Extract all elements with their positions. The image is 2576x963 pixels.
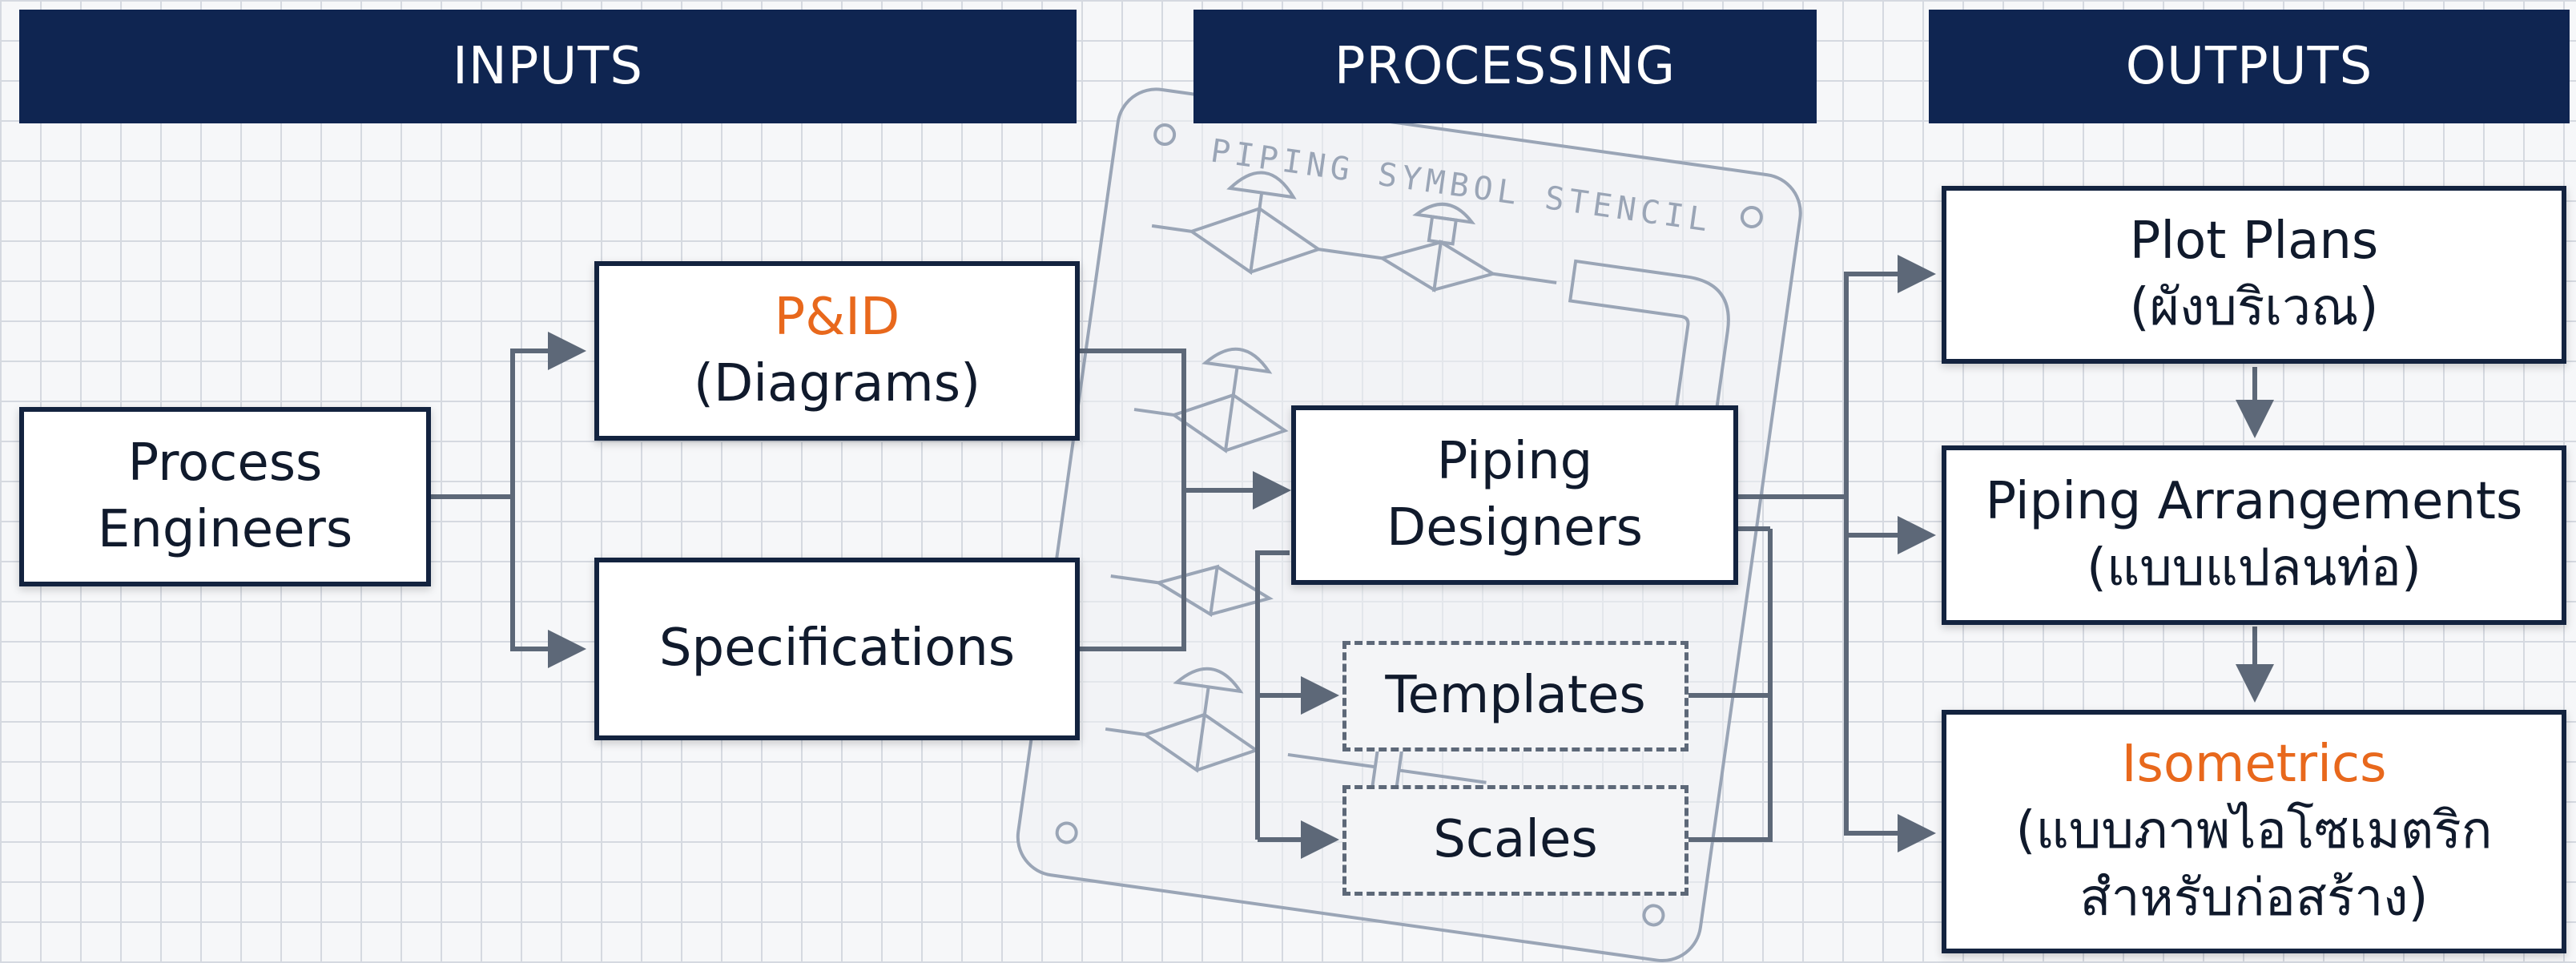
connector-specifications (1080, 490, 1186, 651)
branch-designers-to-tools (1255, 550, 1290, 840)
plot-plans-title: Plot Plans (2129, 211, 2379, 271)
piping-arrangements-title: Piping Arrangements (1985, 471, 2523, 531)
isometrics-subtitle-line1: (แบบภาพไอโซเมตริก (2015, 801, 2493, 861)
pid-title: P&ID (774, 287, 900, 347)
header-inputs: INPUTS (19, 10, 1077, 123)
arrow-to-isometrics (1844, 497, 1936, 852)
node-pid: P&ID (Diagrams) (594, 261, 1080, 441)
piping-arrangements-subtitle: (แบบแปลนท่อ) (2087, 538, 2421, 598)
isometrics-subtitle-line2: สำหรับก่อสร้าง) (2079, 868, 2429, 928)
node-isometrics: Isometrics (แบบภาพไอโซเมตริก สำหรับก่อสร… (1942, 710, 2566, 953)
header-inputs-label: INPUTS (453, 37, 643, 96)
return-from-scales (1688, 529, 1773, 842)
specifications-label: Specifications (658, 618, 1016, 679)
node-scales: Scales (1342, 785, 1688, 896)
node-plot-plans: Plot Plans (ผังบริเวณ) (1942, 186, 2566, 364)
node-piping-designers: Piping Designers (1291, 405, 1738, 585)
arrow-to-plot-plans (1844, 255, 1936, 497)
node-process-engineers: Process Engineers (19, 407, 431, 586)
plot-plans-subtitle: (ผังบริเวณ) (2129, 278, 2379, 337)
node-piping-arrangements: Piping Arrangements (แบบแปลนท่อ) (1942, 445, 2566, 625)
arrow-to-piping-arrangements (1844, 497, 1936, 554)
header-outputs: OUTPUTS (1929, 10, 2570, 123)
piping-designers-line2: Designers (1387, 498, 1643, 558)
scales-label: Scales (1433, 810, 1598, 870)
arrow-to-pid (510, 332, 586, 497)
piping-designers-line1: Piping (1436, 431, 1593, 491)
pid-subtitle: (Diagrams) (693, 354, 981, 413)
templates-label: Templates (1385, 666, 1646, 726)
connector-pid (1080, 349, 1186, 490)
process-engineers-line1: Process (127, 433, 323, 493)
node-templates: Templates (1342, 641, 1688, 751)
header-processing: PROCESSING (1193, 10, 1817, 123)
isometrics-title: Isometrics (2121, 735, 2387, 795)
process-engineers-line2: Engineers (97, 500, 353, 559)
node-specifications: Specifications (594, 558, 1080, 740)
arrow-to-specifications (510, 497, 586, 668)
header-processing-label: PROCESSING (1334, 37, 1676, 96)
header-outputs-label: OUTPUTS (2125, 37, 2373, 96)
